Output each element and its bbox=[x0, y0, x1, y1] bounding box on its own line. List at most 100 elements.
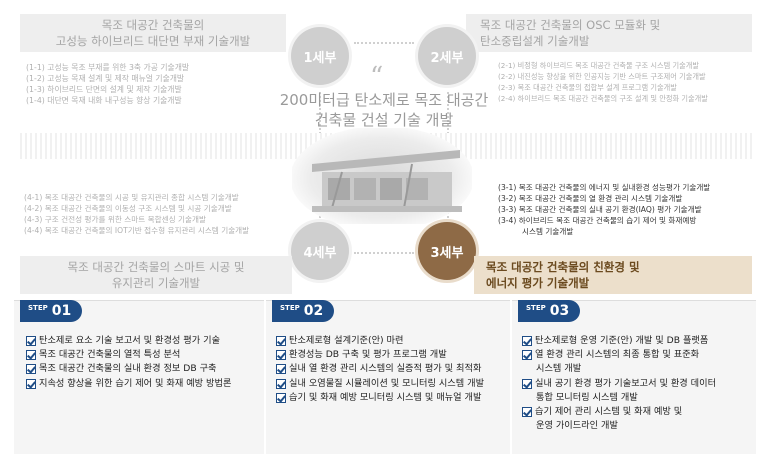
checkbox-icon bbox=[522, 350, 532, 361]
task1-circle: 1세부 bbox=[291, 27, 349, 85]
step2-item: 환경성능 DB 구축 및 평가 프로그램 개발 bbox=[276, 348, 484, 362]
task2-title-line1: 목조 대공간 건축물의 OSC 모듈화 및 bbox=[480, 18, 661, 32]
checkbox-icon bbox=[522, 336, 532, 346]
checkbox-icon bbox=[276, 378, 286, 389]
checkbox-icon bbox=[522, 407, 532, 418]
task4-title-line2: 유지관리 기술개발 bbox=[111, 276, 201, 290]
step1-list: 탄소제로 요소 기술 보고서 및 환경성 평가 기술 목조 대공간 건축물의 열… bbox=[26, 334, 231, 391]
step1-tag: STEP 01 bbox=[20, 300, 82, 322]
step2-panel bbox=[266, 300, 510, 454]
center-title-line1: 200미터급 탄소제로 목조 대공간 bbox=[279, 91, 489, 109]
task3-title-line2: 에너지 평가 기술개발 bbox=[486, 276, 590, 290]
checkbox-icon bbox=[276, 392, 286, 403]
step3-item-continued: 통합 모니터링 시스템 개발 bbox=[536, 391, 638, 403]
step3-tag-label: STEP bbox=[526, 304, 546, 312]
checkbox-icon bbox=[26, 364, 36, 375]
step3-item-text: 열 환경 관리 시스템의 최종 통합 및 표준화 bbox=[535, 349, 700, 361]
step1-item-text: 목조 대공간 건축물의 열적 특성 분석 bbox=[39, 349, 181, 361]
step1-item: 목조 대공간 건축물의 실내 환경 정보 DB 구축 bbox=[26, 362, 231, 376]
step1-item-text: 탄소제로 요소 기술 보고서 및 환경성 평가 기술 bbox=[39, 335, 221, 346]
task3-label: 3세부 bbox=[430, 245, 464, 261]
task4-item: (4-1) 목조 대공간 건축물의 시공 및 유지관리 종합 시스템 기술개발 bbox=[24, 193, 239, 202]
checkbox-icon bbox=[26, 336, 36, 346]
step2-item-text: 환경성능 DB 구축 및 평가 프로그램 개발 bbox=[289, 349, 447, 361]
task2-item: (2-1) 비정형 하이브리드 목조 대공간 건축물 구조 시스템 기술개발 bbox=[498, 61, 699, 70]
step2-list: 탄소제로형 설계기준(안) 마련 환경성능 DB 구축 및 평가 프로그램 개발… bbox=[276, 334, 484, 405]
task4-label: 4세부 bbox=[303, 245, 337, 261]
step2-item-text: 습기 및 화재 예방 모니터링 시스템 및 매뉴얼 개발 bbox=[289, 391, 482, 403]
step1-item: 지속성 향상을 위한 습기 제어 및 화재 예방 방법론 bbox=[26, 377, 231, 391]
task2-title-line2: 탄소중립설계 기술개발 bbox=[480, 34, 590, 48]
checkbox-icon bbox=[522, 378, 532, 389]
task3-item: (3-3) 목조 대공간 건축물의 실내 공기 환경(IAQ) 평가 기술개발 bbox=[498, 205, 702, 214]
step3-tag: STEP 03 bbox=[518, 300, 580, 322]
task1-item: (1-2) 고성능 목재 설계 및 제작 매뉴얼 기술개발 bbox=[26, 74, 185, 83]
step3-item: 탄소제로형 운영 기준(안) 개발 및 DB 플랫폼 bbox=[522, 334, 716, 348]
task1-item-list: (1-1) 고성능 목조 부재를 위한 3축 가공 기술개발 (1-2) 고성능… bbox=[26, 62, 189, 106]
checkbox-icon bbox=[26, 350, 36, 361]
step2-item-text: 실내 열 환경 관리 시스템의 실증적 평가 및 최적화 bbox=[289, 363, 482, 375]
step3-item: 실내 공기 환경 평가 기술보고서 및 환경 데이터 bbox=[522, 377, 716, 391]
connector-bottom bbox=[354, 252, 414, 254]
task2-label: 2세부 bbox=[430, 50, 464, 66]
step3-item: 열 환경 관리 시스템의 최종 통합 및 표준화 bbox=[522, 348, 716, 362]
step1-item: 목조 대공간 건축물의 열적 특성 분석 bbox=[26, 348, 231, 362]
task3-title-line1: 목조 대공간 건축물의 친환경 및 bbox=[486, 260, 640, 274]
task3-item: 시스템 기술개발 bbox=[522, 227, 574, 236]
step2-tag: STEP 02 bbox=[272, 300, 334, 322]
step1-item-text: 목조 대공간 건축물의 실내 환경 정보 DB 구축 bbox=[39, 363, 217, 375]
checkbox-icon bbox=[276, 350, 286, 361]
step3-item-text: 습기 제어 관리 시스템 및 화재 예방 및 bbox=[535, 406, 683, 418]
task3-circle: 3세부 bbox=[418, 222, 476, 280]
step3-item: 습기 제어 관리 시스템 및 화재 예방 및 bbox=[522, 405, 716, 419]
step3-item-continued: 시스템 개발 bbox=[536, 363, 582, 375]
quote-icon: “ bbox=[370, 62, 384, 92]
step1-tag-number: 01 bbox=[51, 303, 72, 319]
task4-title-band: 목조 대공간 건축물의 스마트 시공 및 유지관리 기술개발 bbox=[20, 256, 292, 294]
checkbox-icon bbox=[276, 364, 286, 375]
task1-title-line2: 고성능 하이브리드 대단면 부재 기술개발 bbox=[55, 34, 251, 48]
step3-panel bbox=[512, 300, 756, 454]
task1-title-band: 목조 대공간 건축물의 고성능 하이브리드 대단면 부재 기술개발 bbox=[20, 14, 286, 52]
task1-title-line1: 목조 대공간 건축물의 bbox=[101, 18, 205, 32]
task4-title-line1: 목조 대공간 건축물의 스마트 시공 및 bbox=[67, 260, 245, 274]
task2-item: (2-2) 내진성능 향상을 위한 인공지능 기반 스마트 구조제어 기술개발 bbox=[498, 72, 706, 81]
task3-title-band: 목조 대공간 건축물의 친환경 및 에너지 평가 기술개발 bbox=[474, 256, 752, 294]
task4-item: (4-3) 구조 건전성 평가를 위한 스마트 복합센싱 기술개발 bbox=[24, 215, 206, 224]
step2-tag-label: STEP bbox=[280, 304, 300, 312]
center-title-line2: 건축물 건설 기술 개발 bbox=[314, 111, 454, 129]
step1-item: 탄소제로 요소 기술 보고서 및 환경성 평가 기술 bbox=[26, 334, 231, 348]
task4-circle: 4세부 bbox=[291, 222, 349, 280]
step3-list: 탄소제로형 운영 기준(안) 개발 및 DB 플랫폼 열 환경 관리 시스템의 … bbox=[522, 334, 716, 433]
task4-item: (4-2) 목조 대공간 건축물의 이동성 구조 시스템 및 시공 기술개발 bbox=[24, 204, 232, 213]
step1-item-text: 지속성 향상을 위한 습기 제어 및 화재 예방 방법론 bbox=[39, 377, 232, 389]
connector-top bbox=[354, 42, 414, 44]
task3-item-list: (3-1) 목조 대공간 건축물의 에너지 및 실내환경 성능평가 기술개발 (… bbox=[498, 182, 710, 237]
step2-item: 실내 열 환경 관리 시스템의 실증적 평가 및 최적화 bbox=[276, 362, 484, 376]
task2-item-list: (2-1) 비정형 하이브리드 목조 대공간 건축물 구조 시스템 기술개발 (… bbox=[498, 60, 708, 104]
step2-item: 습기 및 화재 예방 모니터링 시스템 및 매뉴얼 개발 bbox=[276, 391, 484, 405]
step3-tag-number: 03 bbox=[549, 303, 570, 319]
task2-title-band: 목조 대공간 건축물의 OSC 모듈화 및 탄소중립설계 기술개발 bbox=[466, 14, 752, 52]
step1-panel bbox=[14, 300, 264, 454]
step1-tag-label: STEP bbox=[28, 304, 48, 312]
task1-item: (1-4) 대단면 목재 내화 내구성능 향상 기술개발 bbox=[26, 96, 182, 105]
checkbox-icon bbox=[276, 336, 286, 346]
checkbox-icon bbox=[26, 378, 36, 389]
task1-item: (1-1) 고성능 목조 부재를 위한 3축 가공 기술개발 bbox=[26, 63, 190, 72]
step2-item: 탄소제로형 설계기준(안) 마련 bbox=[276, 334, 484, 348]
step2-item-text: 탄소제로형 설계기준(안) 마련 bbox=[289, 335, 404, 346]
step3-item-text: 실내 공기 환경 평가 기술보고서 및 환경 데이터 bbox=[535, 377, 717, 389]
task3-item: (3-2) 목조 대공간 건축물의 열 환경 관리 시스템 기술개발 bbox=[498, 194, 683, 203]
task2-item: (2-4) 하이브리드 목조 대공간 건축물의 구조 설계 및 안정화 기술개발 bbox=[498, 94, 708, 103]
step2-item: 실내 오염물질 시뮬레이션 및 모니터링 시스템 개발 bbox=[276, 377, 484, 391]
task1-label: 1세부 bbox=[303, 50, 337, 66]
center-title: 200미터급 탄소제로 목조 대공간 건축물 건설 기술 개발 bbox=[270, 90, 498, 130]
task2-circle: 2세부 bbox=[418, 27, 476, 85]
task2-item: (2-3) 목조 대공간 건축물의 접합부 설계 프로그램 기술개발 bbox=[498, 83, 677, 92]
task4-item-list: (4-1) 목조 대공간 건축물의 시공 및 유지관리 종합 시스템 기술개발 … bbox=[24, 192, 249, 236]
step2-item-text: 실내 오염물질 시뮬레이션 및 모니터링 시스템 개발 bbox=[289, 377, 485, 389]
step2-tag-number: 02 bbox=[303, 303, 324, 319]
task4-item: (4-4) 목조 대공간 건축물의 IOT기반 접수형 유지관리 시스템 기술개… bbox=[24, 226, 250, 235]
step3-item-text: 탄소제로형 운영 기준(안) 개발 및 DB 플랫폼 bbox=[535, 335, 709, 346]
